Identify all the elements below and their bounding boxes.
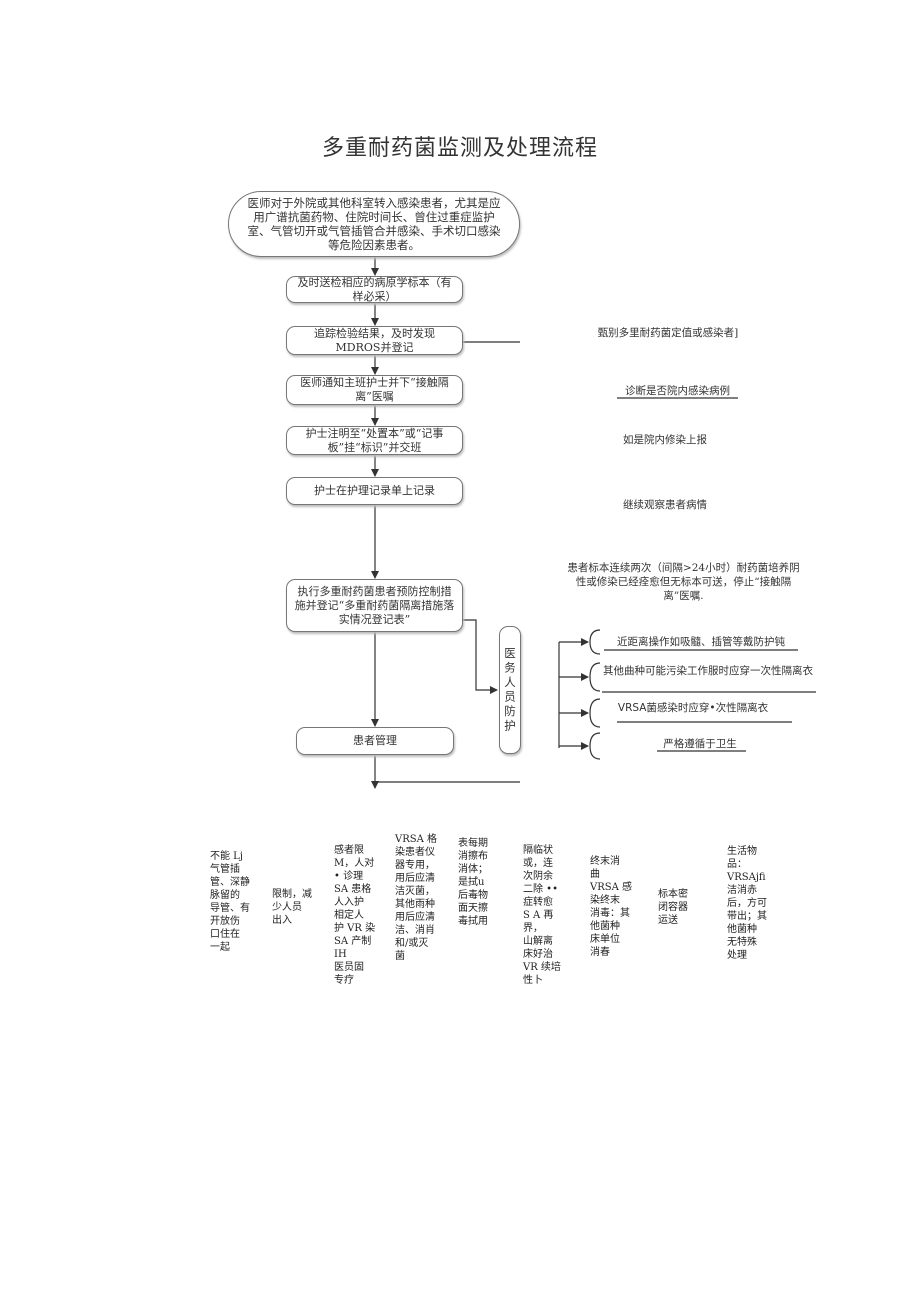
management-column-7: 终末消 曲 VRSA 感 染终末 消毒：其 他菌种 床单位 消春 [590,856,633,958]
staff-bracket-2 [589,662,601,692]
staff-note-gown: 其他曲种可能污染工作服时应穿一次性隔离衣 [603,665,813,677]
page-title: 多重耐药菌监测及处理流程 [321,136,598,161]
management-column-9: 生活物 品： VRSAjfi 洁消赤 后，方可 带出；其 他菌种 无特殊 处理 [727,846,767,961]
flow-step-6: 护士在护理记录单上记录 [286,477,463,505]
staff-protection-box: 医务人员防护 [499,626,521,754]
management-column-6: 隔临状 或，连 次阴余 二除 •• 症转愈 S A 再界， 山解离 床好治 VR… [523,845,561,986]
staff-bracket-4 [589,732,601,760]
staff-bracket-3 [589,698,601,728]
flow-step-3: 追踪检验结果，及时发现MDROS并登记 [286,326,463,355]
flow-step-4: 医师通知主班护士并下“接触隔离”医嘱 [286,375,463,405]
management-column-4: VRSA 格 染患者仪 器专用， 用后应清 洁灭菌， 其他雨种 用后应清 洁、消… [395,834,438,962]
staff-note-vrsa-gown: VRSA菌感染时应穿•次性隔离衣 [617,702,769,714]
management-column-1: 不能 Lj 气管插 管、深静 脉留的 导管、有 开放伤 口住在 一起 [210,851,250,953]
side-note-diagnose: 诊断是否院内感染病例 [625,385,730,397]
side-note-report: 如是院内修染上报 [623,434,707,446]
flow-step-8-patient-management: 患者管理 [296,727,454,755]
management-column-2: 限制，减 少人员 出入 [272,889,312,926]
arrow-to-staff [463,619,498,694]
management-column-5: 表每期 消擦布 消体； 是拭u 后毒物 面天擦 毒拭用 [458,838,488,927]
side-note-observe: 继续观察患者病情 [623,499,707,511]
flow-step-1: 医师对于外院或其他科室转入感染患者，尤其是应用广谱抗菌药物、住院时间长、曾住过重… [228,191,520,257]
staff-note-protection-mask: 近距离操作如吸髓、插管等戴防护钝 [617,636,785,648]
staff-bracket-1 [589,629,601,655]
flow-step-5: 护士注明至“处置本”或“记事板”挂“标识”并交班 [286,426,463,455]
side-note-identify: 甄别多里耐药菌定值或感染者] [597,327,739,339]
side-note-stop-isolation: 患者标本连续两次（间隔>24小时）耐药菌培养阴性或修染已经痊愈但无标本可送，停止… [567,562,800,602]
management-column-8: 标本密 闭容器 运送 [658,889,688,926]
flow-step-7: 执行多重耐药菌患者预防控制措施并登记“多重耐药菌隔离措施落实情况登记表” [286,579,463,632]
staff-note-hand-hygiene: 严格遵循于卫生 [663,738,737,750]
flow-step-2: 及时送检相应的病原学标本（有样必采） [286,276,463,303]
management-column-3: 感者限 M，人对 • 诊理 SA 患格 人入护 相定人 护 VR 染 SA 产制… [334,845,376,986]
